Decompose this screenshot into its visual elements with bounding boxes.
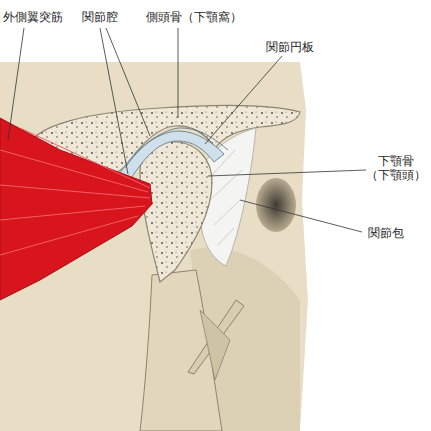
- leader-line: [205, 56, 282, 144]
- lateral-pterygoid: [0, 118, 152, 300]
- part-label: 関節包: [368, 226, 404, 240]
- part-label: 下顎骨 （下顎頭）: [364, 154, 428, 183]
- leader-line: [208, 170, 366, 176]
- part-label: 側頭骨（下顎窩）: [146, 10, 242, 24]
- articular-disc: [118, 131, 224, 180]
- capsule-fibers: [210, 150, 242, 245]
- joint-cavity-line: [125, 128, 228, 168]
- part-label: 関節腔: [82, 10, 118, 24]
- part-label: 関節円板: [266, 40, 314, 54]
- leader-line: [100, 28, 128, 174]
- leader-line: [178, 28, 179, 118]
- skull-ground: [0, 62, 308, 431]
- bone-shade: [200, 310, 230, 380]
- leader-line: [8, 28, 24, 140]
- leader-lines: [8, 28, 366, 232]
- leader-line: [106, 28, 150, 136]
- part-label: 外側翼突筋: [3, 10, 63, 24]
- muscle-fibers: [0, 128, 150, 255]
- mandibular-condyle: [140, 142, 212, 282]
- leader-line: [240, 200, 362, 232]
- ear-canal: [256, 178, 296, 232]
